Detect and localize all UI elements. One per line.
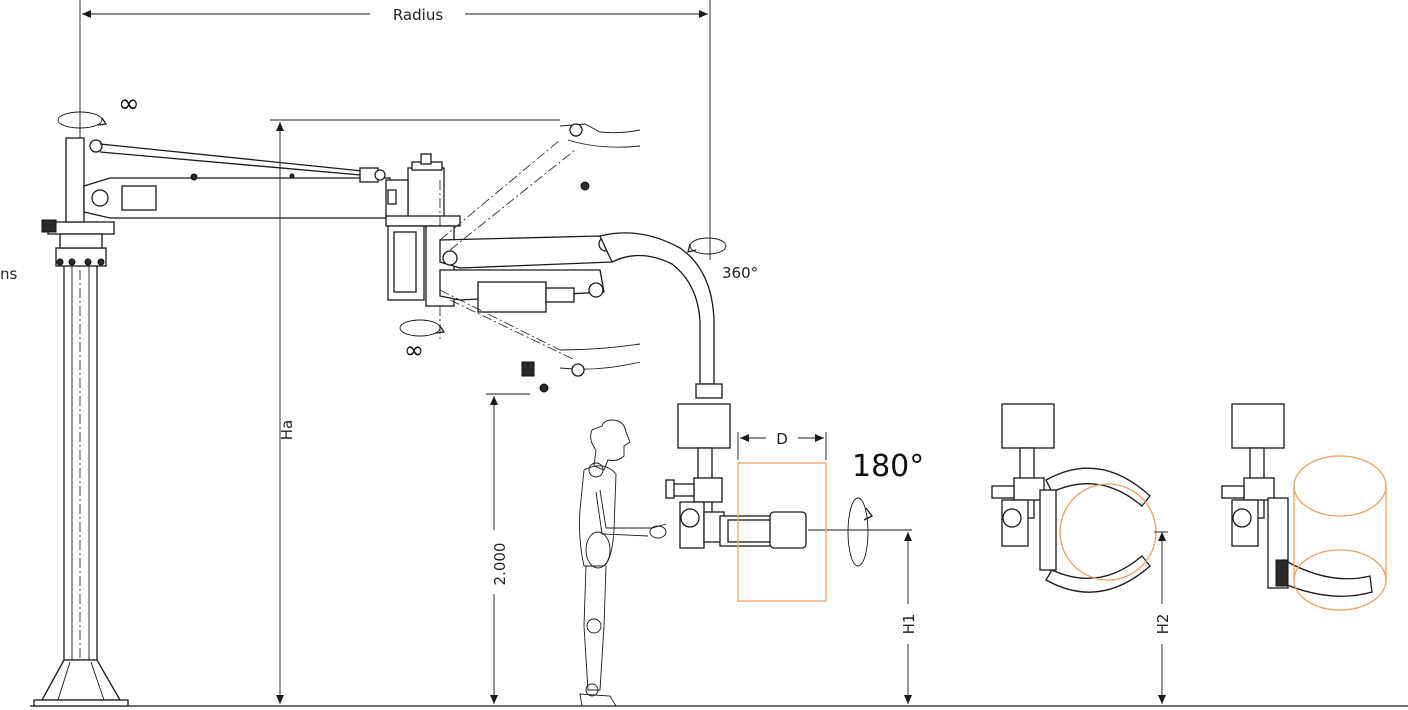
rotation-360-label: 360° [722,264,758,282]
load-box [737,462,827,602]
height-2000-label: 2.000 [491,543,509,586]
rotation-180-icon: 180° [847,449,924,567]
svg-text:∞: ∞ [118,89,140,119]
h1-dimension: H1 [898,532,918,704]
edge-text-fragment: ns [0,265,18,283]
h2-dimension: H2 [1152,532,1172,704]
gripper-clamp-view [991,403,1168,593]
rotation-360-icon: 360° [687,237,758,282]
ha-label: Ha [278,420,296,440]
h1-label: H1 [900,614,918,635]
column [33,90,129,707]
h2-label: H2 [1154,614,1172,635]
articulated-arm [387,180,723,399]
human-figure-icon [579,419,667,707]
gripper-cylinder-view [1221,403,1387,611]
rotation-180-label: 180° [852,449,924,484]
alternate-positions [439,123,641,393]
ha-dimension: Ha [270,119,560,704]
infinity-rotation-icon: ∞ [57,89,140,129]
radius-dimension: Radius [79,0,711,260]
height-2000-dimension: 2.000 [486,393,530,704]
infinity-rotation-icon-lower: ∞ [399,319,446,364]
gripper-side-view [665,403,912,549]
d-label: D [776,430,788,448]
svg-text:∞: ∞ [404,336,424,364]
d-dimension: D [737,430,827,460]
main-arm [65,137,461,227]
radius-label: Radius [393,6,443,24]
